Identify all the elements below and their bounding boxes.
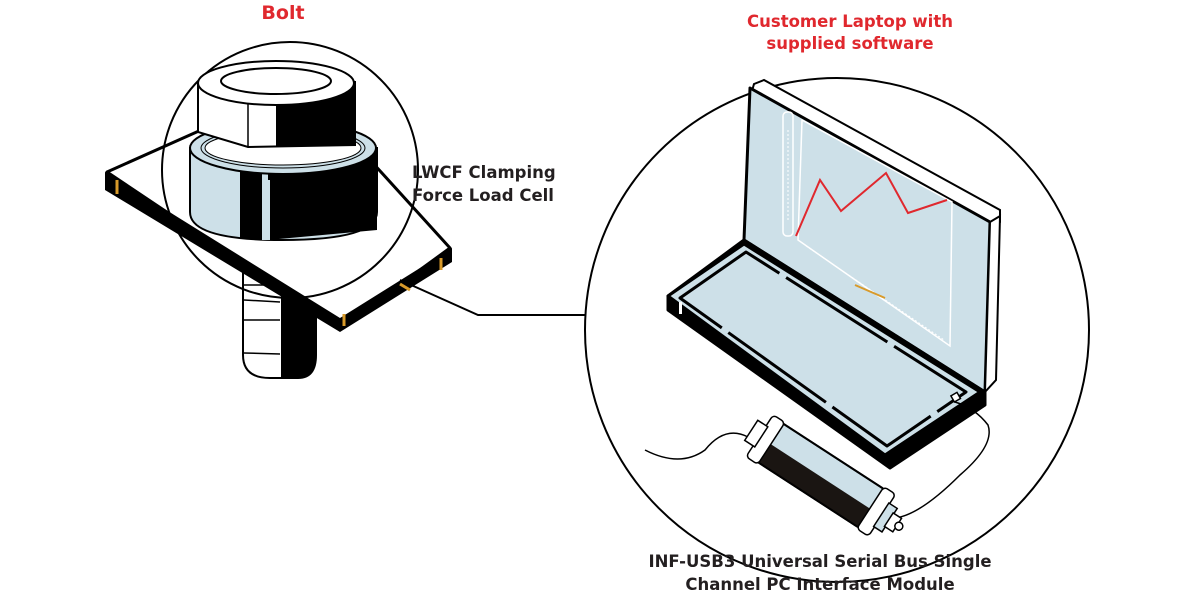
laptop-label-line2: supplied software bbox=[766, 34, 934, 54]
load-cell-label: LWCF Clamping Force Load Cell bbox=[412, 161, 577, 207]
bolt-label-text: Bolt bbox=[261, 2, 305, 24]
leader-line bbox=[399, 279, 586, 316]
laptop-label-line1: Customer Laptop with bbox=[747, 12, 953, 31]
magnifier-circle-left bbox=[161, 41, 419, 299]
load-cell-label-line2: Force Load Cell bbox=[412, 186, 554, 206]
sensor-cable bbox=[644, 432, 749, 460]
module-label-line1: INF-USB3 Universal Serial Bus Single bbox=[648, 552, 992, 571]
bolt-label: Bolt bbox=[228, 2, 338, 26]
screen-chart-panel bbox=[797, 118, 953, 348]
bolt-head bbox=[197, 60, 356, 149]
laptop bbox=[666, 78, 1002, 470]
laptop-label: Customer Laptop with supplied software bbox=[720, 11, 980, 56]
hinge-indicator bbox=[854, 284, 886, 299]
bolt-assembly bbox=[105, 41, 452, 379]
interface-module-label: INF-USB3 Universal Serial Bus Single Cha… bbox=[630, 550, 1010, 596]
laptop-screen bbox=[742, 78, 1002, 395]
usb-port bbox=[949, 391, 962, 403]
laptop-base bbox=[666, 238, 987, 470]
interface-module bbox=[743, 415, 904, 536]
screen-sidebar bbox=[782, 111, 794, 237]
magnifier-circle-right bbox=[584, 77, 1090, 583]
screen-trend-line bbox=[795, 171, 948, 237]
load-cell-label-line1: LWCF Clamping bbox=[412, 163, 556, 182]
plate-marker bbox=[399, 282, 411, 292]
module-label-line2: Channel PC Interface Module bbox=[685, 575, 955, 595]
